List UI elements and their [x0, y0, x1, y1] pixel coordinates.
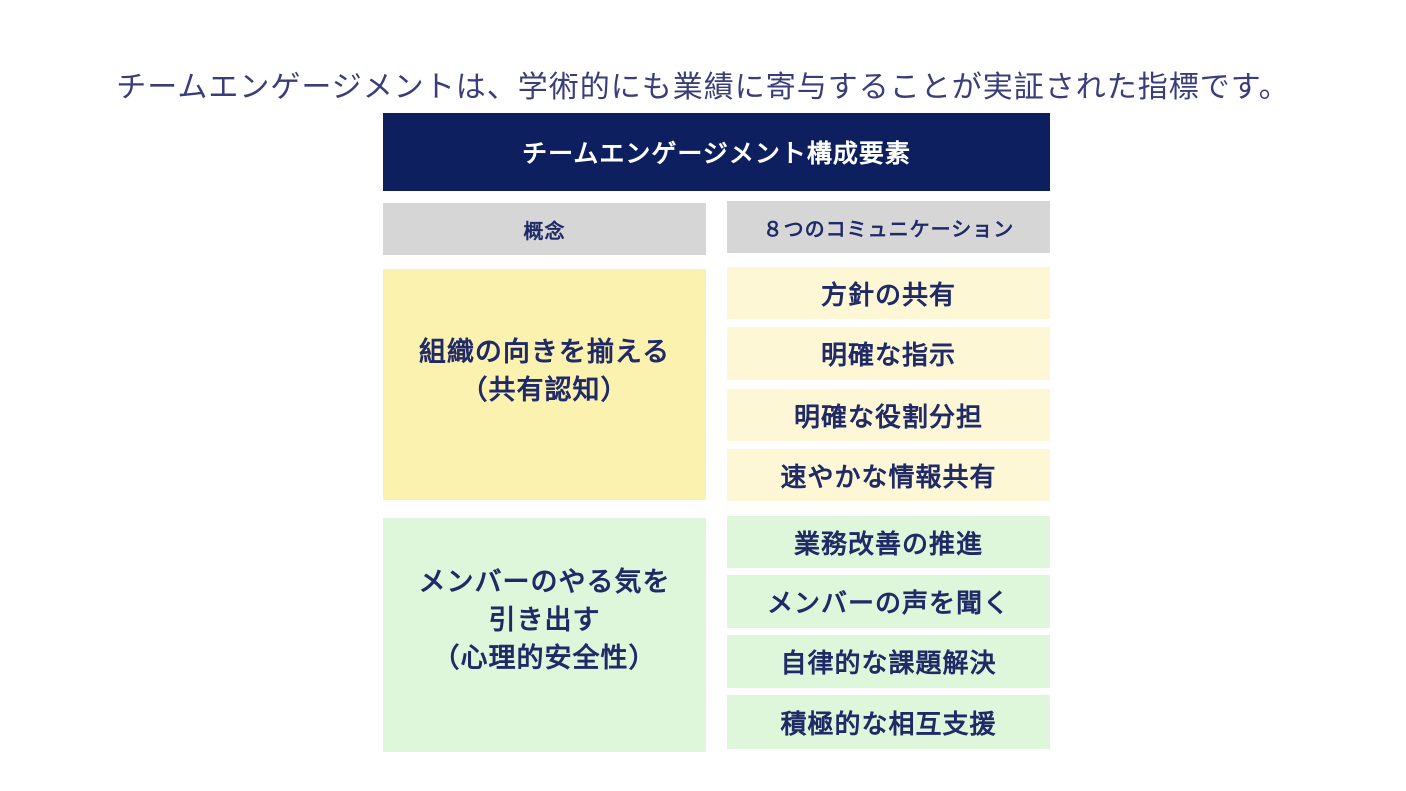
concept-psychological-safety: メンバーのやる気を 引き出す （心理的安全性） [383, 518, 706, 752]
table-header: チームエンゲージメント構成要素 [383, 113, 1050, 191]
communication-item: 自律的な課題解決 [727, 635, 1050, 688]
concept-label-line1: メンバーのやる気を [418, 567, 671, 598]
concept-shared-cognition: 組織の向きを揃える （共有認知） [383, 269, 706, 500]
communication-item: 速やかな情報共有 [727, 449, 1050, 501]
concept-label-line2: （共有認知） [460, 374, 629, 406]
column-header-concept: 概念 [383, 203, 706, 255]
communication-item: メンバーの声を聞く [727, 575, 1050, 628]
column-header-communication: ８つのコミュニケーション [727, 201, 1050, 253]
communication-item: 明確な役割分担 [727, 389, 1050, 441]
communication-item: 業務改善の推進 [727, 516, 1050, 568]
communication-item: 明確な指示 [727, 327, 1050, 380]
communication-item: 積極的な相互支援 [727, 695, 1050, 749]
concept-label-line2: 引き出す [488, 605, 601, 636]
concept-label-line1: 組織の向きを揃える [418, 336, 671, 368]
communication-item: 方針の共有 [727, 267, 1050, 319]
concept-label-line3: （心理的安全性） [432, 643, 657, 674]
page-title: チームエンゲージメントは、学術的にも業績に寄与することが実証された指標です。 [116, 70, 1290, 105]
